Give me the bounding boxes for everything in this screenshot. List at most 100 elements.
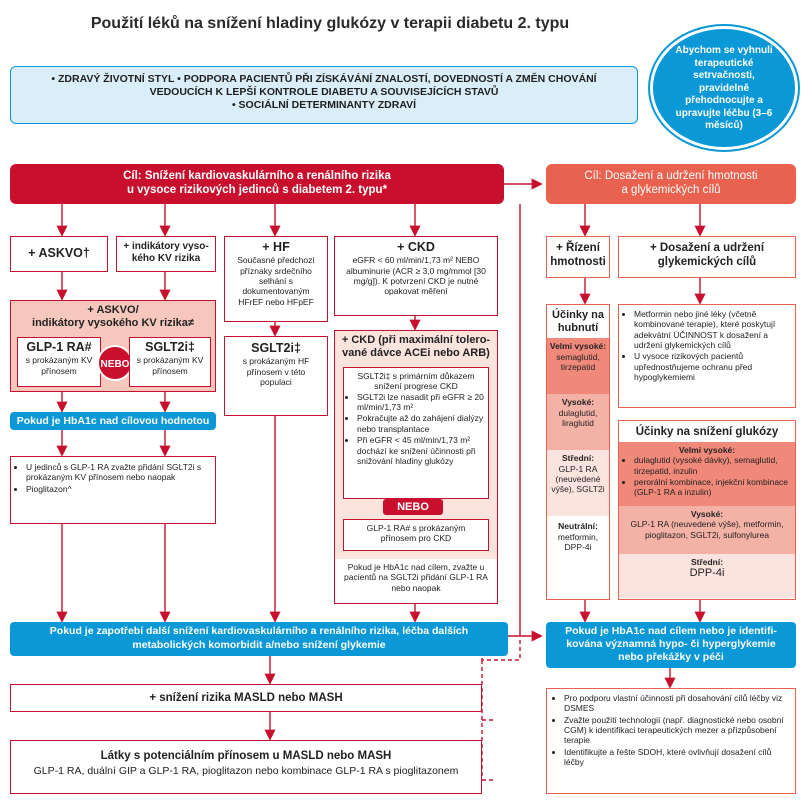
ckd-box: + CKD eGFR < 60 ml/min/1,73 m² NEBO albu… — [334, 236, 498, 316]
left-goal-line-2: u vysoce rizikových jedinců s diabetem 2… — [126, 184, 388, 197]
weight-effects-title: Účinky na hubnutí — [552, 309, 604, 335]
askvo-combo-box: + ASKVO/ indikátory vysokého KV rizika≠ … — [10, 300, 216, 392]
bottom-right-line-2: kována významná hypo- či hyperglykemie — [566, 638, 776, 651]
glyc-text-item: U vysoce rizikových pacientů upřednostňu… — [634, 351, 789, 382]
glyc-title: + Dosažení a udržení — [649, 242, 765, 254]
weight-mid: Střední: GLP-1 RA (neuvedené výše), SGLT… — [547, 450, 609, 517]
glucose-effects-title: Účinky na snížení glukózy — [635, 426, 779, 438]
glyc-text-list: Metformin nebo jiné léky (včetně kombino… — [625, 309, 789, 383]
hf-sglt2i-title: SGLT2i‡ — [251, 341, 301, 355]
glyc-box: + Dosažení a udržení glykemických cílů — [618, 236, 796, 278]
indicators-line-1: + indikátory vyso- — [123, 241, 209, 252]
bottom-right-line-1: Pokud je HbA1c nad cílem nebo je identif… — [565, 625, 777, 637]
page-title: Použití léků na snížení hladiny glukózy … — [90, 15, 570, 32]
weight-high: Vysoké: dulaglutid, liraglutid — [547, 394, 609, 451]
glyc-text-box: Metformin nebo jiné léky (včetně kombino… — [618, 304, 796, 408]
weight-high-label: Vysoké: — [561, 397, 595, 408]
glucose-high: Vysoké: GLP-1 RA (neuvedené výše), metfo… — [619, 506, 795, 555]
weight-neutral-label: Neutrální: — [558, 521, 598, 532]
ckd-max-title: + CKD (při maximální tolero- — [341, 334, 491, 346]
glucose-very-high-label: Velmi vysoké: — [678, 445, 736, 456]
left-bullets-list: U jedinců s GLP-1 RA zvažte přidání SGLT… — [17, 462, 209, 494]
weight-very-high: Velmi vysoké: semaglutid, tirzepatid — [547, 338, 609, 395]
right-bottom-bullets-box: Pro podporu vlastní účinnosti při dosaho… — [546, 688, 796, 794]
askvo-combo-sglt2i-title: SGLT2i‡ — [145, 340, 195, 354]
hf-box: + HF Současné předchozí příznaky srdeční… — [224, 236, 328, 322]
askvo-combo-sglt2i-sub: s prokázaným KV přínosem — [136, 355, 204, 376]
ckd-max-footer: Pokud je HbA1c nad cílem, zvažte u pacie… — [335, 559, 497, 603]
glucose-high-value: GLP-1 RA (neuvedené výše), metformin, pi… — [630, 519, 784, 540]
lifestyle-banner: • ZDRAVÝ ŽIVOTNÍ STYL • PODPORA PACIENTŮ… — [10, 66, 638, 124]
right-goal-line-1: Cíl: Dosažení a udržení hmotnosti — [584, 170, 758, 182]
hf-text: Současné předchozí příznaky srdečního se… — [237, 255, 315, 307]
ckd-max-bullet: Pokračujte až do zahájení dialýzy nebo t… — [357, 413, 484, 434]
reassess-circle: Abychom se vyhnuli terapeutické setrvačn… — [650, 26, 798, 150]
masld-drugs-box: Látky s potenciálním přínosem u MASLD ne… — [10, 740, 482, 794]
left-bullet: Pioglitazon^ — [26, 484, 209, 494]
left-bullet: U jedinců s GLP-1 RA zvažte přidání SGLT… — [26, 462, 209, 483]
left-goal-line-1: Cíl: Snížení kardiovaskulárního a renáln… — [123, 170, 391, 182]
hf-sglt2i-text: s prokázaným HF přínosem v této populaci — [242, 356, 310, 387]
right-goal-header: Cíl: Dosažení a udržení hmotnosti a glyk… — [546, 164, 796, 204]
askvo-combo-title: + ASKVO/ — [87, 304, 139, 316]
ckd-max-nebo-badge: NEBO — [383, 499, 443, 515]
weight-high-value: dulaglutid, liraglutid — [558, 407, 598, 429]
askvo-combo-header: + ASKVO/ indikátory vysokého KV rizika≠ — [11, 301, 215, 330]
bottom-left-bar: Pokud je zapotřebí další snížení kardiov… — [10, 622, 508, 656]
ckd-max-title-2: vané dávce ACEi nebo ARB) — [342, 347, 490, 360]
hf-title: + HF — [262, 240, 290, 254]
masld-box: + snížení rizika MASLD nebo MASH — [10, 684, 482, 712]
askvo-combo-glp1-title: GLP-1 RA# — [26, 340, 92, 354]
glyc-text-item: Metformin nebo jiné léky (včetně kombino… — [634, 309, 789, 350]
weight-box: + Řízení hmotnosti — [546, 236, 610, 278]
weight-title: + Řízení — [556, 242, 600, 254]
right-bottom-bullet: Zvažte použití technologií (např. diagno… — [564, 715, 787, 746]
weight-very-high-label: Velmi vysoké: — [549, 341, 607, 352]
weight-effects-box: Účinky na hubnutí Velmi vysoké: semaglut… — [546, 304, 610, 600]
glucose-very-high-item: perorální kombinace, injekční kombinace … — [634, 477, 789, 498]
bottom-left-line-1: Pokud je zapotřebí další snížení kardiov… — [49, 625, 469, 637]
ckd-max-bullets: SGLT2i lze nasadit při eGFR ≥ 20 ml/min/… — [348, 392, 484, 467]
bottom-right-bar: Pokud je HbA1c nad cílem nebo je identif… — [546, 622, 796, 668]
glucose-mid-value: DPP-4i — [689, 567, 725, 580]
askvo-combo-title-2: indikátory vysokého KV rizika≠ — [32, 317, 194, 330]
indicators-line-2: kého KV rizika — [131, 253, 201, 265]
hba1c-left-bar: Pokud je HbA1c nad cílovou hodnotou — [10, 412, 216, 430]
ckd-text: eGFR < 60 ml/min/1,73 m² NEBO albuminuri… — [346, 255, 486, 297]
askvo-combo-glp1: GLP-1 RA# s prokázaným KV přínosem — [17, 337, 101, 387]
bottom-left-line-2: metabolických komorbidit a/nebo snížení … — [132, 638, 386, 651]
ckd-max-intro: SGLT2i‡ s primárním důkazem snížení prog… — [357, 371, 475, 392]
ckd-max-header: + CKD (při maximální tolero- vané dávce … — [335, 331, 497, 360]
askvo-box: + ASKVO† — [10, 236, 108, 272]
right-bottom-bullets-list: Pro podporu vlastní účinnosti při dosaho… — [555, 693, 787, 768]
right-bottom-bullet: Pro podporu vlastní účinnosti při dosaho… — [564, 693, 787, 714]
right-bottom-bullet: Identifikujte a řešte SDOH, které ovlivň… — [564, 747, 787, 768]
indicators-box: + indikátory vyso- kého KV rizika — [116, 236, 216, 272]
masld-drugs-title: Látky s potenciálním přínosem u MASLD ne… — [100, 750, 392, 762]
lifestyle-line-2: VEDOUCÍCH K LEPŠÍ KONTROLE DIABETU A SOU… — [149, 85, 499, 98]
glucose-mid: Střední: DPP-4i — [619, 554, 795, 599]
glucose-very-high-item: dulaglutid (vysoké dávky), semaglutid, t… — [634, 455, 789, 476]
hf-sglt2i-box: SGLT2i‡ s prokázaným HF přínosem v této … — [224, 336, 328, 416]
askvo-combo-sglt2i: SGLT2i‡ s prokázaným KV přínosem — [129, 337, 211, 387]
askvo-combo-glp1-sub: s prokázaným KV přínosem — [25, 355, 93, 376]
askvo-label: + ASKVO† — [28, 246, 90, 260]
masld-drugs-text: GLP-1 RA, duální GIP a GLP-1 RA, pioglit… — [33, 765, 459, 778]
ckd-max-glp1: GLP-1 RA# s prokázaným přínosem pro CKD — [343, 519, 489, 551]
weight-mid-value: GLP-1 RA (neuvedené výše), SGLT2i — [551, 463, 605, 495]
ckd-max-inner: SGLT2i‡ s primárním důkazem snížení prog… — [343, 367, 489, 499]
weight-very-high-value: semaglutid, tirzepatid — [556, 351, 600, 373]
glucose-very-high: Velmi vysoké: dulaglutid (vysoké dávky),… — [619, 442, 795, 507]
left-bullets-box: U jedinců s GLP-1 RA zvažte přidání SGLT… — [10, 456, 216, 524]
glyc-title-2: glykemických cílů — [657, 256, 757, 269]
lifestyle-line-3: • SOCIÁLNÍ DETERMINANTY ZDRAVÍ — [231, 98, 417, 111]
glucose-high-label: Vysoké: — [690, 509, 724, 520]
askvo-combo-nebo-badge: NEBO — [97, 345, 133, 381]
weight-mid-label: Střední: — [561, 453, 595, 464]
ckd-max-bullet: Při eGFR < 45 ml/min/1,73 m² dochází ke … — [357, 435, 484, 466]
weight-neutral: Neutrální: metformin, DPP-4i — [547, 516, 609, 576]
bottom-right-line-3: nebo překážky v péči — [618, 651, 724, 664]
glucose-very-high-list: dulaglutid (vysoké dávky), semaglutid, t… — [625, 455, 789, 497]
ckd-max-bullet: SGLT2i lze nasadit při eGFR ≥ 20 ml/min/… — [357, 392, 484, 413]
